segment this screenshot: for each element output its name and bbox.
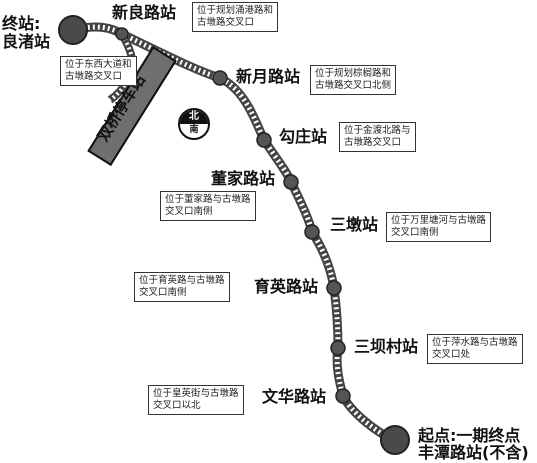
terminal-label: 终站: xyxy=(2,15,40,33)
terminal-liangzhu-marker xyxy=(58,15,88,45)
station-yuying-name: 育英路站 xyxy=(254,277,319,296)
station-dongjia-note: 位于董家路与古墩路 交叉口南侧 xyxy=(160,191,256,221)
station-dongjia-name: 董家路站 xyxy=(211,169,276,188)
station-xinliang-note: 位于规划涌港路和 古墩路交叉口 xyxy=(192,2,279,32)
terminal-station-name: 良渚站 xyxy=(2,32,51,51)
station-dot-yuying xyxy=(326,280,342,296)
branch-ties xyxy=(108,33,135,102)
station-wenhua-name: 文华路站 xyxy=(262,387,327,406)
start-label: 起点:一期终点 xyxy=(418,426,521,445)
station-xinyue-note: 位于规划棕榈路和 古墩路交叉口北侧 xyxy=(310,65,397,95)
station-gouzhuang-name: 勾庄站 xyxy=(279,127,328,146)
station-dot-wenhua xyxy=(335,388,351,404)
compass-icon: 北 南 xyxy=(178,108,210,140)
compass-south: 南 xyxy=(189,125,199,135)
station-dot-dongjia xyxy=(283,174,299,190)
terminal-prefix: 终站: xyxy=(2,14,41,33)
station-dot-xinyue xyxy=(212,70,228,86)
station-sandun-name: 三墩站 xyxy=(330,215,379,234)
station-xinyue-name: 新月路站 xyxy=(236,67,301,86)
station-xinliang-name: 新良路站 xyxy=(112,3,177,22)
start-station-name: 丰潭路站(不含) xyxy=(418,443,529,462)
station-dot-sanbacun xyxy=(330,340,346,356)
station-sanbacun-note: 位于萍水路与古墩路 交叉口处 xyxy=(427,334,523,364)
station-dot-sandun xyxy=(304,224,320,240)
station-gouzhuang-note: 位于金渡北路与 古墩路交叉口 xyxy=(339,122,416,152)
start-marker xyxy=(380,425,410,455)
liangzhu-note: 位于东西大道和 古墩路交叉口 xyxy=(60,56,137,86)
station-wenhua-note: 位于皇英街与古墩路 交叉口以北 xyxy=(148,385,244,415)
station-yuying-note: 位于育英路与古墩路 交叉口南侧 xyxy=(134,272,230,302)
station-dot-goozhuang xyxy=(256,132,272,148)
station-sandun-note: 位于万里塘河与古墩路 交叉口南侧 xyxy=(386,212,492,242)
station-dot-xinliang xyxy=(115,27,129,41)
compass-north: 北 xyxy=(180,110,208,124)
station-sanbacun-name: 三坝村站 xyxy=(354,337,419,356)
